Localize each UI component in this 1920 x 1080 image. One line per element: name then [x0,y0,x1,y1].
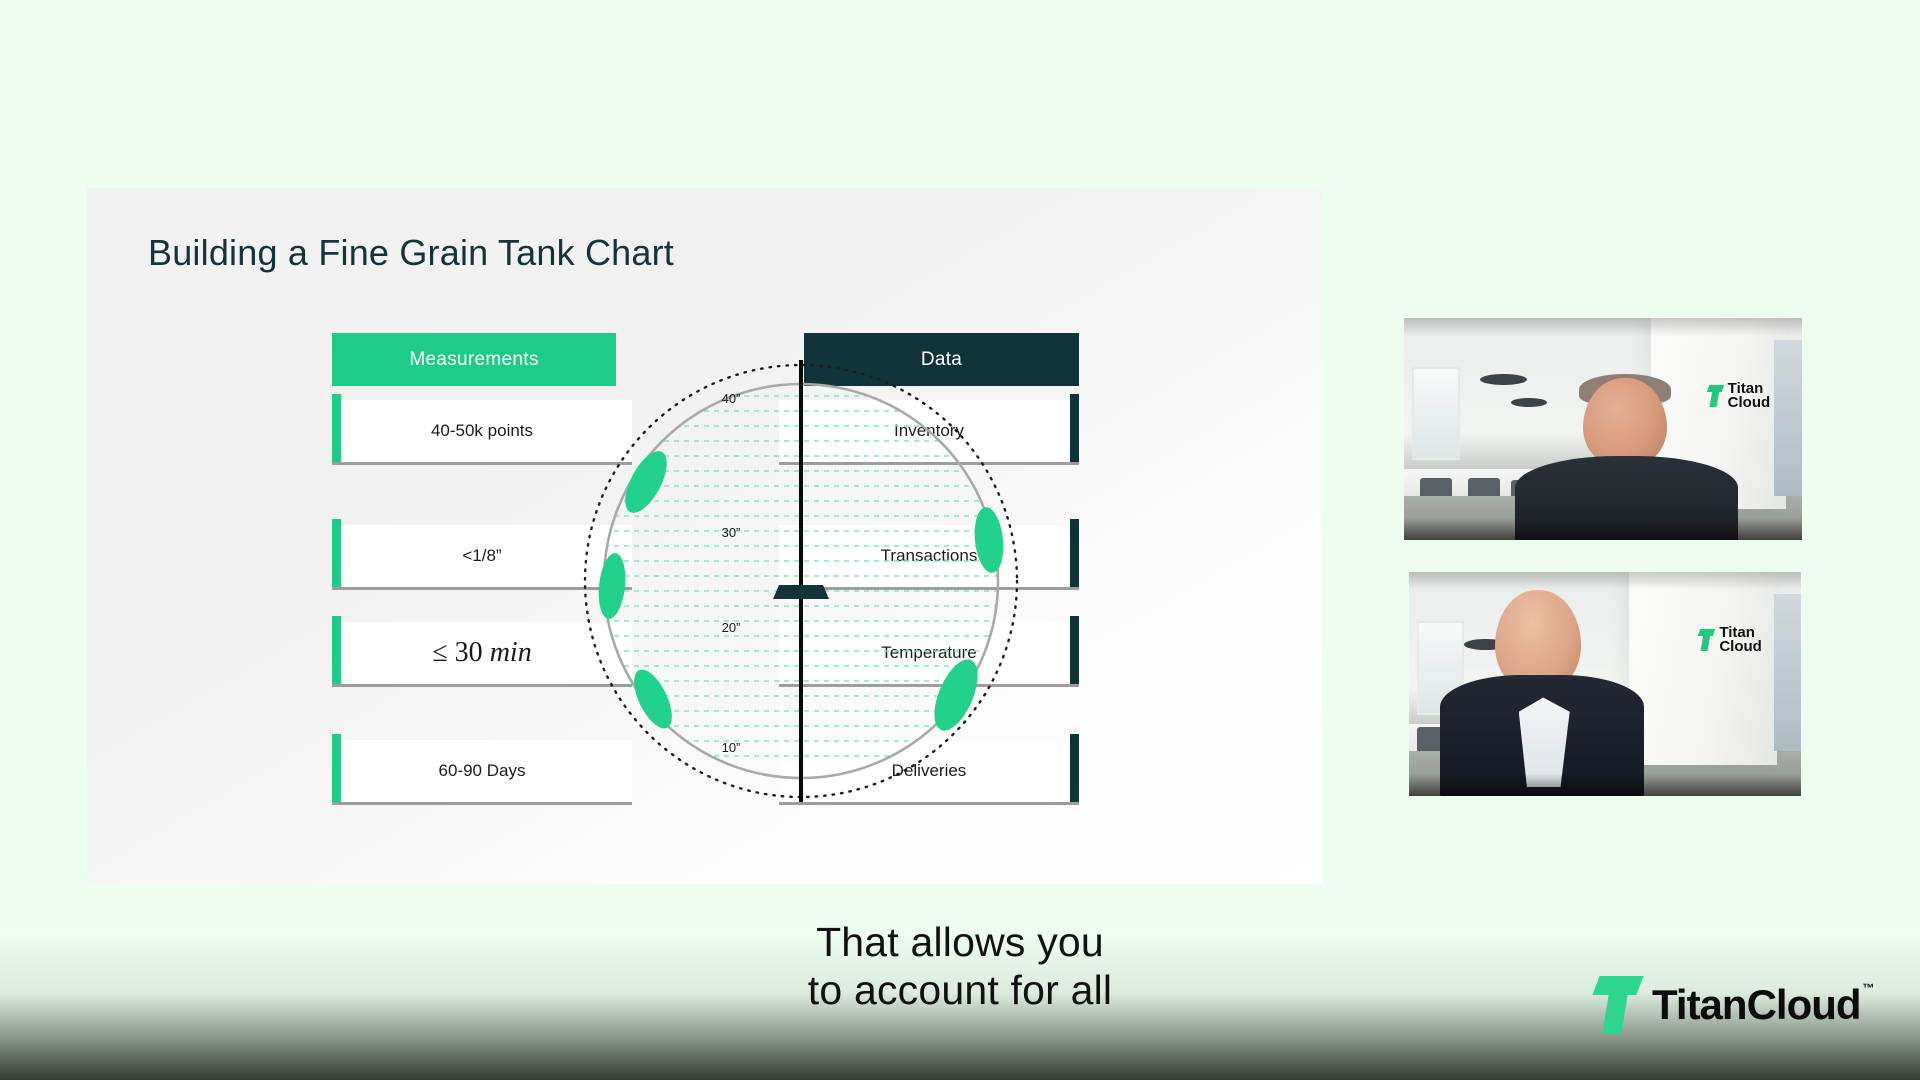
blob-upper-right [974,507,1004,573]
data-row-deliveries: Deliveries [779,734,1079,805]
wall-logo-titancloud: Titan Cloud [1698,623,1762,655]
caption-line-1: That allows you [816,919,1104,965]
titancloud-mark-icon [1706,385,1724,408]
wall-logo-line2: Cloud [1719,637,1762,655]
measurement-row-points-label: 40-50k points [430,421,534,440]
wall-logo-line2: Cloud [1727,394,1771,412]
ceiling-lamp-icon [1479,373,1528,385]
row-accent-right [1070,519,1079,587]
row-accent-right [1070,394,1079,462]
presentation-slide: Building a Fine Grain Tank Chart Measure… [87,188,1322,884]
column-header-measurements: Measurements [332,333,616,386]
background-wall [1628,572,1778,765]
row-accent-left [332,519,341,587]
video-vignette-bottom [1409,773,1801,796]
row-accent-left [332,394,341,462]
interval-unit: min [489,637,532,668]
row-accent-left [332,734,341,802]
tank-measurement-blobs [598,451,1004,731]
tank-float-collar [773,585,829,599]
row-accent-right [1070,734,1079,802]
background-window [1774,340,1802,496]
row-accent-right [1070,616,1079,684]
tick-label-30: 30” [722,525,741,540]
measurement-row-interval: ≤ 30 min [332,616,632,687]
column-header-data-label: Data [920,348,963,370]
video-vignette-top [1409,572,1801,590]
video-tile-speaker-2[interactable]: Titan Cloud [1409,572,1801,796]
measurement-row-retention-label: 60-90 Days [438,761,526,780]
blob-lower-left [634,669,672,729]
measurement-row-interval-label: ≤ 30 min [332,637,632,669]
video-feed: Titan Cloud [1404,318,1802,540]
tick-label-20: 20” [722,620,741,635]
speaker-2-person [1409,572,1801,796]
tick-label-40: 40” [722,391,741,406]
wall-logo-text: Titan Cloud [1719,623,1762,655]
wall-logo-text: Titan Cloud [1727,380,1771,412]
tank-chart-diagram: 40” 30” 20” 10” [574,354,1029,809]
data-row-temperature-label: Temperature [881,643,977,662]
data-row-transactions-label: Transactions [880,546,978,565]
tick-label-10: 10” [722,740,741,755]
titancloud-mark-icon [1698,628,1716,651]
interval-prefix: ≤ 30 [432,637,490,668]
measurement-row-retention: 60-90 Days [332,734,632,805]
brand-name: TitanCloud [1652,981,1862,1028]
ceiling-lamp-icon [1463,639,1507,651]
measurement-row-precision: <1/8” [332,519,632,590]
background-window [1773,594,1801,752]
measurement-row-precision-label: <1/8” [462,546,502,565]
measurement-row-points: 40-50k points [332,394,632,465]
column-header-measurements-label: Measurements [409,348,539,370]
wall-logo-titancloud: Titan Cloud [1706,380,1771,412]
blob-upper-left [625,451,667,513]
blob-mid-left [598,553,626,619]
video-vignette-top [1404,318,1802,336]
titancloud-mark-icon [1592,976,1644,1034]
background-window [1411,366,1460,461]
data-row-deliveries-label: Deliveries [891,761,967,780]
ceiling-lamp-icon [1511,397,1548,407]
speaker-2-shirt [1518,697,1570,788]
slide-title: Building a Fine Grain Tank Chart [148,232,675,273]
video-vignette-bottom [1404,517,1802,540]
video-feed: Titan Cloud [1409,572,1801,796]
speaker-1-head [1583,377,1667,467]
data-row-temperature: Temperature [779,616,1079,687]
blob-lower-right [934,659,978,731]
wall-logo-line1: Titan [1727,380,1764,398]
column-header-data: Data [804,333,1079,386]
speaker-1-person [1404,318,1802,540]
row-accent-left [332,616,341,684]
trademark-symbol: ™ [1862,981,1875,995]
wall-logo-line1: Titan [1719,623,1755,641]
video-tile-speaker-1[interactable]: Titan Cloud [1404,318,1802,540]
